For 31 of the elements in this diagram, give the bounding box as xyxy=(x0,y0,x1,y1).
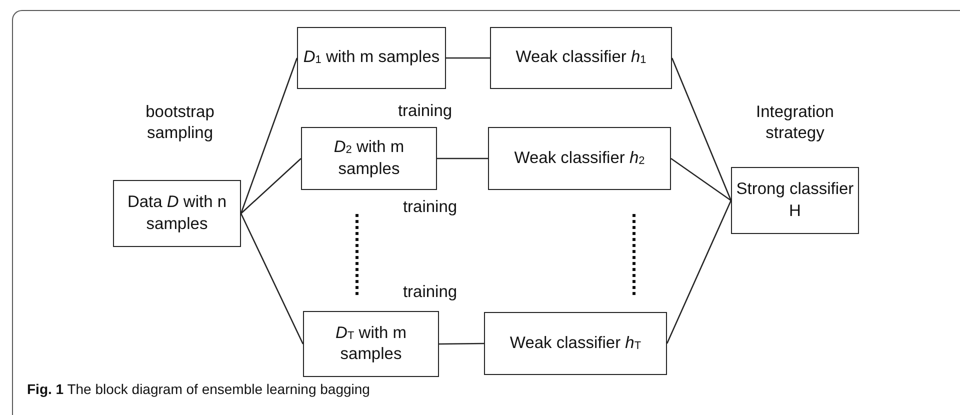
annotation-label: Integration strategy xyxy=(755,102,835,144)
connector-line xyxy=(446,57,490,59)
process-box xyxy=(301,127,437,190)
connector-line xyxy=(240,58,298,214)
box-text: D$_{2}$ with m samples xyxy=(332,137,406,180)
connector-line xyxy=(439,342,484,345)
process-box xyxy=(303,311,439,377)
connector-line xyxy=(671,58,732,201)
figure-caption: Fig. 1 The block diagram of ensemble learning bagging xyxy=(27,381,370,397)
process-box xyxy=(484,312,667,375)
connector-line xyxy=(240,158,302,214)
box-text: Data D with n samples xyxy=(126,192,228,234)
connector-line xyxy=(670,158,732,202)
annotation-label: training xyxy=(402,282,458,303)
annotation-label: training xyxy=(402,197,458,218)
process-box xyxy=(490,27,672,89)
process-box xyxy=(297,27,446,89)
box-text: Weak classifier h$_{T}$ xyxy=(510,332,642,354)
process-box xyxy=(731,167,859,234)
connector-line xyxy=(240,213,304,344)
box-text: Weak classifier h$_{2}$ xyxy=(514,148,645,169)
box-text: D$_{1}$ with m samples xyxy=(303,47,440,68)
connector-line xyxy=(666,200,732,344)
process-box xyxy=(113,180,241,247)
annotation-label: bootstrap sampling xyxy=(144,102,216,144)
box-text: Strong classifier H xyxy=(736,179,854,222)
box-text: D$_{T}$ with m samples xyxy=(334,322,408,365)
connector-line xyxy=(437,158,488,160)
annotation-label: training xyxy=(396,101,454,122)
process-box xyxy=(488,127,671,190)
box-text: Weak classifier h$_{1}$ xyxy=(516,47,646,68)
